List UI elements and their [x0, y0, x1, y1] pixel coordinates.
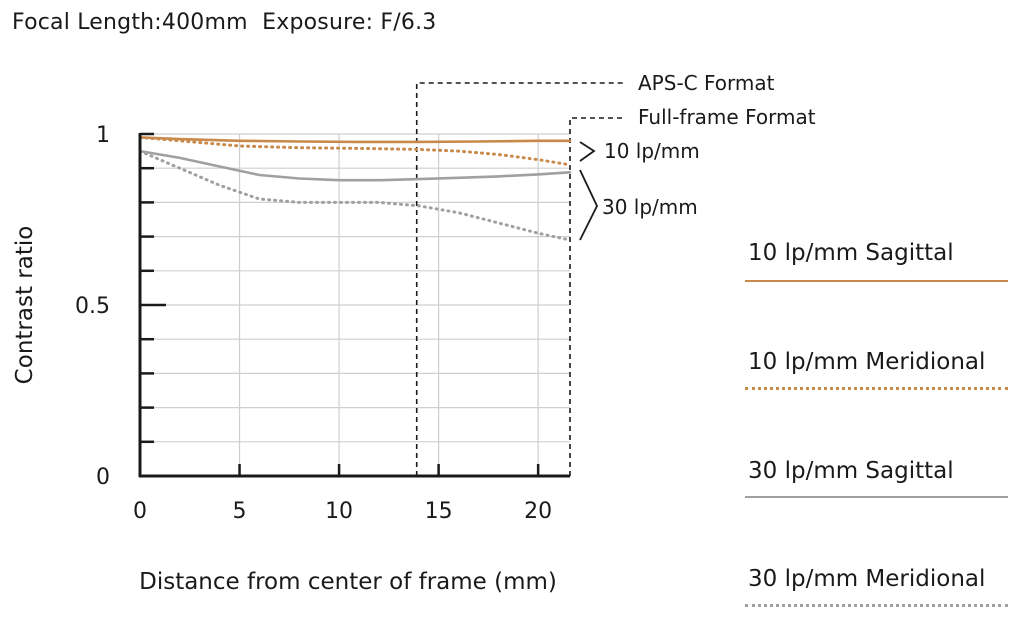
- x-tick-label: 5: [233, 499, 247, 524]
- legend-label-30-sagittal: 30 lp/mm Sagittal: [748, 458, 954, 484]
- series-line-1: [138, 135, 572, 167]
- chart-header: Focal Length:400mm Exposure: F/6.3: [12, 10, 436, 35]
- legend-label-30-meridional: 30 lp/mm Meridional: [748, 566, 986, 592]
- legend-label-10-meridional: 10 lp/mm Meridional: [748, 349, 986, 375]
- series-line-0: [138, 136, 572, 144]
- x-tick-label: 0: [133, 499, 147, 524]
- legend-label-10-sagittal: 10 lp/mm Sagittal: [748, 240, 954, 266]
- y-tick-label: 0.5: [75, 294, 110, 319]
- series-line-2: [138, 149, 572, 182]
- y-tick-label: 0: [96, 465, 110, 490]
- legend-line-30-meridional: [745, 604, 1008, 607]
- legend-line-10-meridional: [745, 387, 1008, 390]
- fullframe-format-marker: [569, 117, 624, 476]
- fullframe-format-label: Full-frame Format: [638, 105, 816, 129]
- x-tick-label: 10: [325, 499, 353, 524]
- format-markers: [415, 82, 624, 476]
- x-axis-label: Distance from center of frame (mm): [139, 569, 557, 595]
- series-line-3: [138, 149, 572, 242]
- series-lines: [138, 135, 572, 242]
- x-tick-label: 15: [425, 499, 453, 524]
- x-tick-label: 20: [524, 499, 552, 524]
- y-tick-label: 1: [96, 123, 110, 148]
- bracket-10lpmm: [579, 141, 596, 162]
- frequency-brackets: [579, 141, 599, 241]
- focal-length-label: Focal Length:400mm: [12, 10, 248, 35]
- exposure-label: Exposure: F/6.3: [262, 10, 437, 35]
- apsc-format-label: APS-C Format: [638, 71, 775, 95]
- apsc-format-marker: [415, 82, 624, 476]
- axes: [138, 132, 570, 478]
- bracket-label-10lpmm: 10 lp/mm: [604, 139, 700, 163]
- y-axis-label: Contrast ratio: [12, 226, 38, 385]
- bracket-label-30lpmm: 30 lp/mm: [602, 195, 698, 219]
- legend-line-30-sagittal: [745, 496, 1008, 498]
- legend-line-10-sagittal: [745, 280, 1008, 282]
- grid: [140, 133, 570, 476]
- bracket-30lpmm: [579, 169, 599, 241]
- tick-labels: 0 5 10 15 20 0 0.5 1: [75, 123, 552, 524]
